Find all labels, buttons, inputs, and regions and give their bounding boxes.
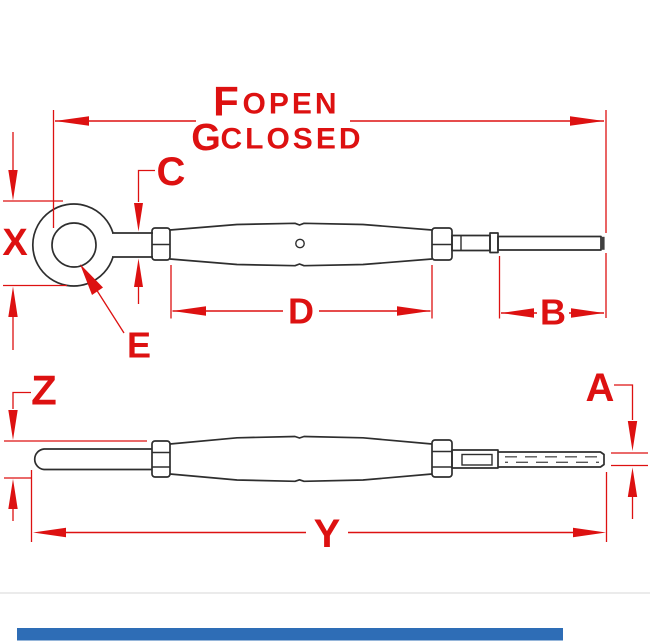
footer-accent-bar bbox=[17, 628, 563, 641]
dimension-x-eye: X bbox=[2, 132, 67, 350]
a-arrow-down bbox=[627, 421, 638, 451]
body-outline-bottom bbox=[169, 258, 433, 267]
hex-nut-right-2-flats bbox=[432, 450, 452, 468]
c-arrow-up bbox=[134, 258, 143, 287]
body-inspection-hole bbox=[295, 238, 305, 249]
dim-label-b: B bbox=[540, 292, 566, 333]
dim-label-y: Y bbox=[314, 512, 341, 556]
e-leader-line bbox=[95, 288, 125, 334]
a-leader bbox=[614, 384, 634, 420]
dimension-y-overall: Y bbox=[30, 470, 608, 556]
arrowhead-right bbox=[570, 116, 604, 126]
dimension-c-shank: C bbox=[134, 150, 185, 304]
dim-label-a: A bbox=[586, 366, 615, 410]
eye-shank bbox=[112, 232, 153, 258]
b-arrow-left bbox=[501, 308, 534, 318]
turnbuckle-side-view bbox=[33, 435, 605, 483]
dimension-d-body: D bbox=[170, 265, 433, 332]
body2-outline-bottom bbox=[169, 473, 433, 483]
d-arrow-left bbox=[172, 306, 206, 316]
x-arrow-up bbox=[8, 286, 18, 317]
z-arrow-down bbox=[8, 410, 18, 440]
swage-window-fitting bbox=[451, 449, 499, 469]
dimension-a-thread: A bbox=[586, 366, 648, 519]
z-arrow-up bbox=[8, 479, 18, 509]
hex-nut-right-2 bbox=[431, 439, 453, 478]
dim-label-x: X bbox=[2, 222, 28, 264]
e-leader-arrow bbox=[80, 264, 103, 295]
dimension-f-g-overall: F OPEN G CLOSED bbox=[52, 78, 607, 318]
b-arrow-right bbox=[571, 308, 604, 318]
dim-label-g: G bbox=[191, 117, 221, 159]
dim-label-c: C bbox=[157, 150, 186, 194]
hex-nut-left-2-flats bbox=[152, 451, 170, 468]
left-swage-stud bbox=[33, 448, 152, 471]
y-arrow-right bbox=[573, 527, 606, 538]
dim-label-closed: CLOSED bbox=[220, 123, 363, 156]
dimension-b-stud: B bbox=[498, 256, 604, 333]
x-arrow-down bbox=[8, 170, 18, 201]
eye-outer-ring bbox=[31, 203, 114, 287]
hex-nut-left-2 bbox=[151, 440, 171, 478]
swage-stud-endcap bbox=[601, 236, 605, 250]
y-arrow-left bbox=[33, 527, 66, 538]
z-leader bbox=[12, 391, 31, 409]
dim-label-e: E bbox=[127, 325, 151, 366]
stud-flange bbox=[489, 232, 499, 254]
d-arrow-right bbox=[397, 306, 431, 316]
stud-neck bbox=[451, 234, 491, 252]
turnbuckle-top-view bbox=[31, 203, 605, 287]
dim-label-d: D bbox=[288, 291, 314, 332]
threaded-stud bbox=[498, 451, 605, 468]
eye-inner-hole bbox=[51, 222, 97, 268]
body2-outline-top bbox=[169, 435, 433, 445]
body-outline-top bbox=[169, 222, 433, 231]
dim-label-z: Z bbox=[31, 367, 57, 414]
swage-stud bbox=[497, 235, 602, 251]
dimension-z-rod: Z bbox=[4, 367, 147, 521]
swage-window-slot bbox=[461, 453, 493, 466]
c-arrow-down bbox=[134, 203, 143, 232]
dimension-e-eye-hole: E bbox=[80, 264, 151, 366]
dim-label-open: OPEN bbox=[242, 88, 339, 121]
a-arrow-up bbox=[627, 467, 638, 497]
c-leader bbox=[137, 169, 155, 202]
arrowhead-left bbox=[55, 116, 89, 126]
dim-label-f: F bbox=[213, 78, 239, 125]
